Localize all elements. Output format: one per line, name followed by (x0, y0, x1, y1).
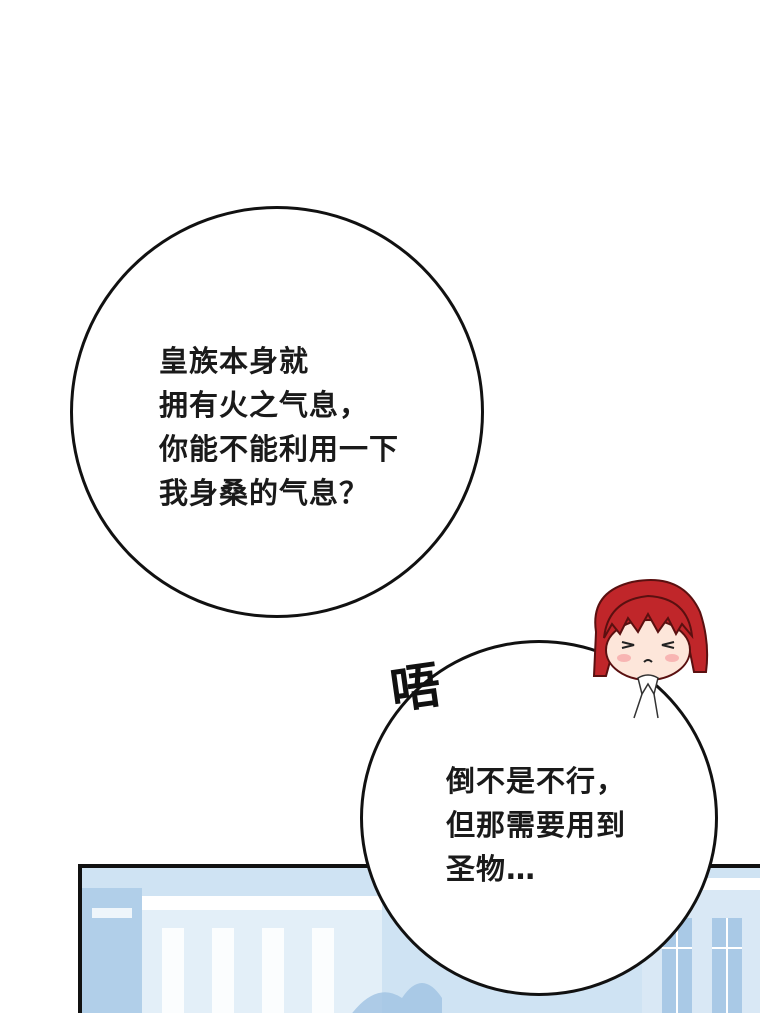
speech-bubble-1-text: 皇族本身就 拥有火之气息， 你能不能利用一下 我身桑的气息？ (159, 339, 399, 515)
dialogue-line: 圣物… (446, 852, 537, 886)
speech-bubble-2: 倒不是不行， 但那需要用到 圣物… (360, 640, 718, 996)
sound-effect-text: 唔 (386, 655, 445, 721)
dialogue-line: 倒不是不行， (446, 764, 627, 798)
speech-bubble-2-text: 倒不是不行， 但那需要用到 圣物… (446, 759, 626, 891)
dialogue-line: 但那需要用到 (446, 808, 627, 842)
dialogue-line: 我身桑的气息？ (159, 476, 370, 510)
chibi-character-illustration (592, 579, 709, 719)
dialogue-line: 你能不能利用一下 (159, 432, 400, 466)
dialogue-line: 拥有火之气息， (159, 388, 370, 422)
speech-bubble-1: 皇族本身就 拥有火之气息， 你能不能利用一下 我身桑的气息？ (70, 206, 484, 618)
dialogue-line: 皇族本身就 (159, 344, 310, 378)
